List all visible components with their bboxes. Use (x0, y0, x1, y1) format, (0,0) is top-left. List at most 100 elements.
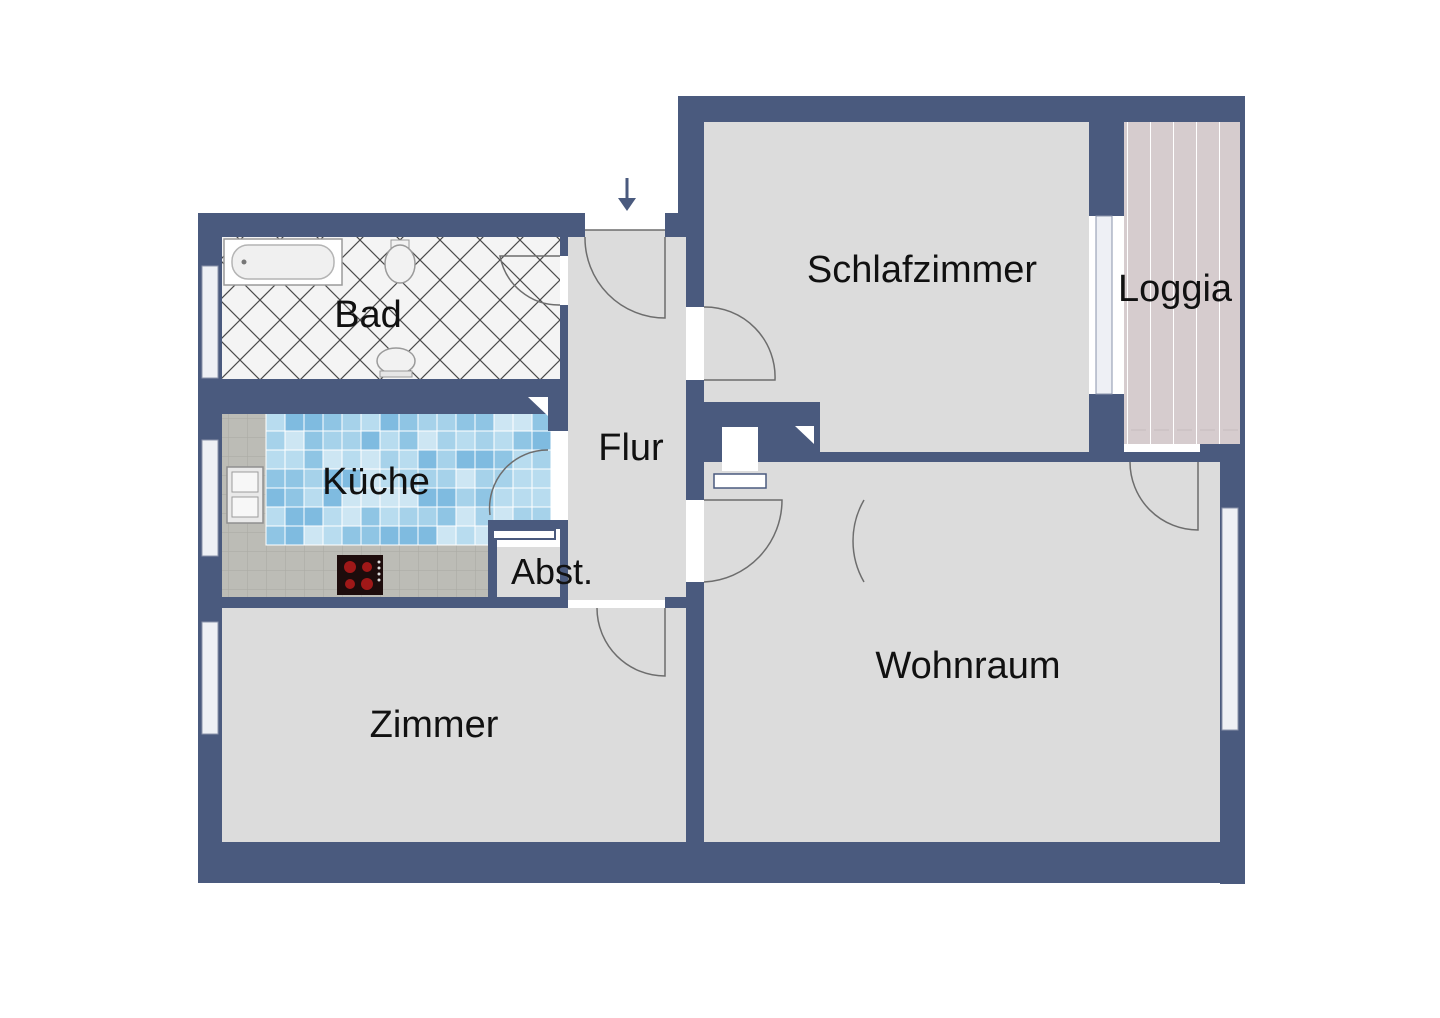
label-abst: Abst. (511, 551, 593, 592)
flur-floor (568, 230, 686, 600)
kitchen-tile (436, 411, 457, 432)
kitchen-tile (436, 506, 457, 527)
kitchen-tile (493, 487, 514, 508)
label-flur: Flur (598, 427, 664, 469)
label-bad: Bad (334, 294, 402, 336)
kitchen-tile (265, 525, 286, 546)
kitchen-tile (284, 430, 305, 451)
kitchen-tile (265, 411, 286, 432)
kitchen-tile (398, 506, 419, 527)
wohnraum-floor (704, 462, 1220, 842)
kitchen-tile (398, 430, 419, 451)
kitchen-tile (265, 487, 286, 508)
toilet-icon (384, 239, 416, 284)
kitchen-tile (322, 411, 343, 432)
window-loggia-door (1095, 215, 1113, 395)
room-labels: Bad Küche Abst. Flur Schlafzimmer Loggia… (322, 249, 1233, 746)
kitchen-tile (379, 430, 400, 451)
kitchen-tile (284, 449, 305, 470)
kitchen-tile (493, 430, 514, 451)
kitchen-tile (303, 487, 324, 508)
kitchen-tile (303, 468, 324, 489)
kitchen-tile (436, 449, 457, 470)
kitchen-tile (341, 506, 362, 527)
kitchen-tile (417, 430, 438, 451)
bathtub-icon (223, 238, 343, 286)
door-loggia (1129, 461, 1199, 531)
abst-floor (497, 547, 568, 597)
kitchen-tile (398, 411, 419, 432)
kitchen-tile (360, 525, 381, 546)
kitchen-tile (474, 449, 495, 470)
label-loggia: Loggia (1118, 268, 1233, 310)
kitchen-tile (531, 430, 552, 451)
kitchen-tile (531, 487, 552, 508)
label-zimmer: Zimmer (370, 704, 499, 746)
kitchen-tiles (265, 392, 552, 546)
washbasin-icon (376, 347, 416, 378)
kitchen-tile (455, 468, 476, 489)
kitchen-tile (455, 449, 476, 470)
kitchen-tile (455, 487, 476, 508)
kitchen-tile (436, 487, 457, 508)
kitchen-tile (322, 525, 343, 546)
kitchen-tile (455, 411, 476, 432)
window-wohnraum (1221, 507, 1239, 731)
shaft (528, 397, 814, 489)
kitchen-tile (474, 411, 495, 432)
kitchen-tile (265, 430, 286, 451)
door-entrance (584, 236, 666, 319)
kitchen-tile (417, 411, 438, 432)
kitchen-tile (493, 411, 514, 432)
label-schlafzimmer: Schlafzimmer (807, 249, 1037, 291)
kitchen-tile (512, 411, 533, 432)
kitchen-tile (303, 430, 324, 451)
walls (198, 96, 1245, 884)
kitchen-tile (531, 449, 552, 470)
door-zimmer (596, 607, 666, 677)
kitchen-tile (474, 468, 495, 489)
kitchen-tile (493, 449, 514, 470)
kitchen-tile (512, 468, 533, 489)
label-wohnraum: Wohnraum (875, 645, 1060, 687)
kitchen-tile (379, 525, 400, 546)
kitchen-tile (360, 506, 381, 527)
kitchen-tile (341, 430, 362, 451)
schlafzimmer-floor (704, 122, 1089, 452)
kitchen-tile (379, 506, 400, 527)
kitchen-tile (417, 525, 438, 546)
window-bad (201, 265, 219, 379)
kitchen-tile (284, 411, 305, 432)
kitchen-tile (436, 525, 457, 546)
window-kueche (201, 439, 219, 557)
kitchen-tile (284, 468, 305, 489)
kitchen-tile (531, 468, 552, 489)
kitchen-tile (455, 525, 476, 546)
kitchen-tile (512, 430, 533, 451)
arrow-down-icon (618, 178, 636, 211)
abst-shelf (492, 529, 556, 540)
kitchen-tile (265, 506, 286, 527)
kitchen-tile (417, 506, 438, 527)
kitchen-tile (512, 487, 533, 508)
kitchen-tile (322, 430, 343, 451)
kitchen-tile (284, 506, 305, 527)
windows (201, 215, 1239, 735)
kitchen-tile (303, 411, 324, 432)
kitchen-tile (303, 506, 324, 527)
kitchen-tile (455, 506, 476, 527)
kitchen-tile (360, 430, 381, 451)
door-wohnraum (703, 499, 783, 583)
kitchen-tile (322, 506, 343, 527)
label-kueche: Küche (322, 461, 430, 503)
door-kueche (488, 449, 549, 516)
window-zimmer (201, 621, 219, 735)
kitchen-tile (303, 449, 324, 470)
kitchen-tile (341, 411, 362, 432)
kitchen-tile (341, 525, 362, 546)
loggia-floor (1124, 122, 1240, 444)
kitchen-sink-icon (226, 466, 264, 524)
kitchen-tile (436, 468, 457, 489)
kitchen-tile (265, 449, 286, 470)
